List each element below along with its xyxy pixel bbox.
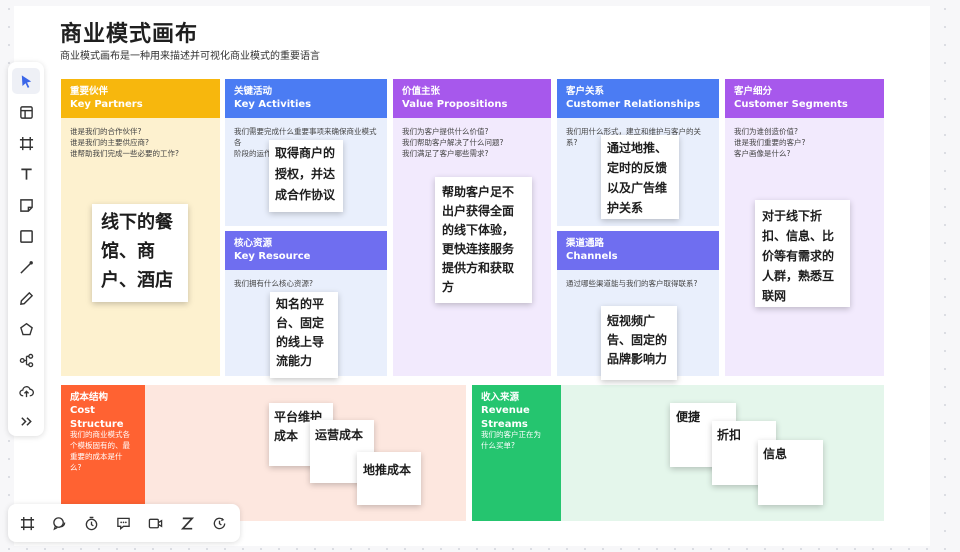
left-toolbar: [8, 62, 44, 436]
sticky-note-icon[interactable]: [12, 192, 40, 218]
sticky-note-activities[interactable]: 取得商户的 授权，并达 成合作协议: [269, 140, 343, 212]
key-resource-title-zh: 核心资源: [234, 238, 273, 249]
page-title: 商业模式画布: [60, 22, 199, 47]
revenue-streams-label-panel: [472, 385, 561, 521]
revenue-streams-title-zh: 收入来源: [481, 392, 520, 403]
sticky-note-resources[interactable]: 知名的平 台、固定 的线上导 流能力: [270, 292, 338, 378]
z-icon[interactable]: [178, 514, 196, 532]
key-resource-question: 我们拥有什么核心资源?: [234, 279, 313, 288]
cost-structure-label-panel: [61, 385, 145, 521]
text-icon[interactable]: [12, 161, 40, 187]
cost-structure-question: 我们的商业模式各 个模板固有的、最 重要的成本是什 么?: [70, 430, 130, 472]
customer-segments-title-zh: 客户细分: [734, 86, 773, 97]
pen-icon[interactable]: [12, 285, 40, 311]
rectangle-icon[interactable]: [12, 223, 40, 249]
customer-relationships-question: 我们用什么形式，建立和维护与客户的关系?: [566, 127, 701, 147]
key-activities-question: 我们需要完成什么重要事项来确保商业模式各 阶段的运作?: [234, 127, 377, 158]
key-activities-title-zh: 关键活动: [234, 86, 273, 97]
more-icon[interactable]: [12, 408, 40, 434]
page-subtitle: 商业模式画布是一种用来描述并可视化商业模式的重要语言: [60, 51, 320, 62]
timer-icon[interactable]: [82, 514, 100, 532]
channels-title-zh: 渠道通路: [566, 238, 605, 249]
frame-icon[interactable]: [12, 130, 40, 156]
sticky-note-segments[interactable]: 对于线下折 扣、信息、比 价等有需求的 人群，熟悉互 联网: [755, 200, 850, 307]
key-partners-title-en: Key Partners: [70, 99, 143, 110]
revenue-streams-question: 我们的客户正在为 什么买单?: [481, 430, 541, 450]
key-partners-title-zh: 重要伙伴: [70, 86, 109, 97]
value-propositions-header: 价值主张 Value Propositions: [393, 79, 551, 118]
clock-icon[interactable]: [210, 514, 228, 532]
channels-title-en: Channels: [566, 251, 618, 262]
template-icon[interactable]: [12, 99, 40, 125]
frame-tool-icon[interactable]: [18, 514, 36, 532]
key-partners-header: 重要伙伴 Key Partners: [61, 79, 220, 118]
key-resource-header: 核心资源 Key Resource: [225, 231, 387, 270]
sticky-note-relationships[interactable]: 通过地推、 定时的反馈 以及广告维 护关系: [601, 135, 679, 219]
key-activities-title-en: Key Activities: [234, 99, 312, 110]
chat-icon[interactable]: [114, 514, 132, 532]
cost-structure-header: 成本结构 Cost Structure: [61, 385, 145, 430]
key-resource-title-en: Key Resource: [234, 251, 311, 262]
value-propositions-title-zh: 价值主张: [402, 86, 441, 97]
customer-relationships-header: 客户关系 Customer Relationships: [557, 79, 719, 118]
key-activities-header: 关键活动 Key Activities: [225, 79, 387, 118]
value-propositions-title-en: Value Propositions: [402, 99, 508, 110]
revenue-streams-header: 收入来源 Revenue Streams: [472, 385, 561, 430]
customer-relationships-title-en: Customer Relationships: [566, 99, 701, 110]
line-icon[interactable]: [12, 254, 40, 280]
sticky-note-cost-operation[interactable]: 运营成本: [310, 420, 374, 483]
customer-relationships-title-zh: 客户关系: [566, 86, 605, 97]
pentagon-icon[interactable]: [12, 316, 40, 342]
sticky-note-value[interactable]: 帮助客户足不 出户获得全面 的线下体验， 更快连接服务 提供方和获取 方: [435, 177, 532, 303]
video-icon[interactable]: [146, 514, 164, 532]
bottom-toolbar: [8, 504, 240, 542]
customer-segments-title-en: Customer Segments: [734, 99, 848, 110]
comment-icon[interactable]: [50, 514, 68, 532]
sticky-note-partners[interactable]: 线下的餐 馆、商 户、酒店: [92, 204, 188, 302]
upload-icon[interactable]: [12, 378, 40, 404]
cost-structure-title-zh: 成本结构: [70, 392, 109, 403]
cost-structure-title-en: Cost Structure: [70, 405, 124, 430]
customer-segments-header: 客户细分 Customer Segments: [725, 79, 884, 118]
value-propositions-question: 我们为客户提供什么价值? 我们帮助客户解决了什么问题? 我们满足了客户哪些需求?: [402, 127, 504, 158]
customer-segments-section[interactable]: 客户细分 Customer Segments 我们为谁创造价值? 谁是我们重要的…: [725, 79, 884, 376]
channels-question: 通过哪些渠道能与我们的客户取得联系?: [566, 279, 698, 288]
mindmap-icon[interactable]: [12, 347, 40, 373]
customer-segments-question: 我们为谁创造价值? 谁是我们重要的客户? 客户画像是什么?: [734, 127, 806, 158]
sticky-note-revenue-info[interactable]: 信息: [758, 440, 823, 505]
channels-header: 渠道通路 Channels: [557, 231, 719, 270]
revenue-streams-title-en: Revenue Streams: [481, 405, 530, 430]
sticky-note-cost-ground[interactable]: 地推成本: [357, 452, 421, 505]
sticky-note-channels[interactable]: 短视频广 告、固定的 品牌影响力: [601, 306, 677, 380]
cursor-icon[interactable]: [12, 68, 40, 94]
key-partners-question: 谁是我们的合作伙伴? 谁是我们的主要供应商? 谁帮助我们完成一些必要的工作?: [70, 127, 179, 158]
